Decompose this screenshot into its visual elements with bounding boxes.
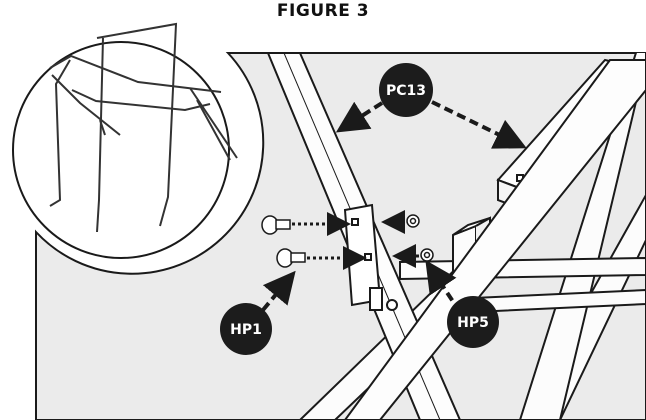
crossing-beam bbox=[343, 59, 646, 420]
callout-pc13-label: PC13 bbox=[386, 83, 426, 99]
callout-hp5-label: HP5 bbox=[457, 315, 489, 331]
bolt-hp1-upper bbox=[261, 215, 291, 235]
bracket-clip bbox=[369, 287, 383, 311]
callout-hp1-label: HP1 bbox=[230, 322, 262, 338]
chair-frame-inset bbox=[49, 22, 238, 233]
figure-title: FIGURE 3 bbox=[276, 1, 370, 21]
bolt-hp1-lower bbox=[276, 248, 306, 268]
callout-hp5: HP5 bbox=[447, 296, 499, 348]
bracket-hole-top bbox=[351, 218, 359, 226]
callout-hp1: HP1 bbox=[220, 303, 272, 355]
inset-circle bbox=[12, 41, 230, 259]
nut-hp5-lower bbox=[420, 248, 434, 262]
nut-hp5-upper bbox=[406, 214, 420, 228]
hp1-leader bbox=[261, 270, 296, 312]
bracket-bolt-head bbox=[386, 299, 398, 311]
bracket-hole-bottom bbox=[364, 253, 372, 261]
callout-pc13: PC13 bbox=[379, 63, 433, 117]
pc13-leader-right bbox=[431, 100, 527, 149]
pc13-leader-left bbox=[335, 101, 384, 133]
